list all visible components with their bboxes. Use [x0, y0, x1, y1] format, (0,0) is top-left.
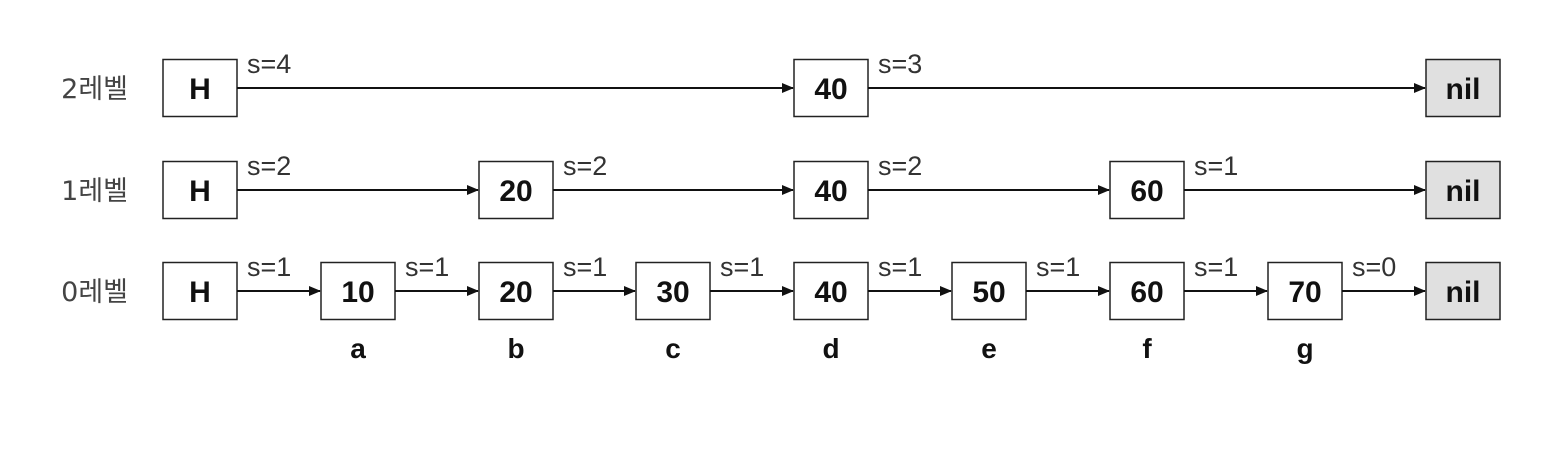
node-box	[162, 261, 238, 321]
nil-node-label: nil	[1446, 73, 1481, 106]
node-label: 70	[1288, 276, 1321, 309]
span-label: s=4	[247, 49, 291, 79]
node-box	[478, 261, 554, 321]
span-label: s=2	[563, 151, 607, 181]
span-label: s=3	[878, 49, 922, 79]
nil-node-box	[1425, 160, 1501, 220]
level-label: 1레벨	[61, 176, 128, 207]
column-name-label: f	[1142, 333, 1152, 364]
nil-node-label: nil	[1446, 175, 1481, 208]
column-name-label: d	[822, 333, 839, 364]
node-box	[162, 58, 238, 118]
node-label: 20	[499, 175, 532, 208]
node-label: 60	[1130, 175, 1163, 208]
node-label: 50	[972, 276, 1005, 309]
span-label: s=1	[878, 252, 922, 282]
span-label: s=2	[247, 151, 291, 181]
node-box	[951, 261, 1027, 321]
level-label: 2레벨	[61, 74, 128, 105]
node-label: 20	[499, 276, 532, 309]
nil-node-label: nil	[1446, 276, 1481, 309]
node-label: 30	[656, 276, 689, 309]
span-label: s=1	[1036, 252, 1080, 282]
nil-node-box	[1425, 58, 1501, 118]
span-label: s=1	[1194, 151, 1238, 181]
column-name-label: b	[507, 333, 524, 364]
column-name-label: c	[665, 333, 681, 364]
level-label: 0레벨	[61, 277, 128, 308]
span-label: s=1	[247, 252, 291, 282]
node-label: 40	[814, 175, 847, 208]
span-label: s=0	[1352, 252, 1396, 282]
node-label: 40	[814, 73, 847, 106]
node-box	[793, 160, 869, 220]
node-label: 10	[341, 276, 374, 309]
span-label: s=1	[405, 252, 449, 282]
span-label: s=1	[1194, 252, 1238, 282]
node-label: H	[189, 73, 211, 106]
node-label: 60	[1130, 276, 1163, 309]
node-box	[793, 261, 869, 321]
node-box	[793, 58, 869, 118]
column-name-label: g	[1296, 333, 1313, 364]
node-box	[1109, 160, 1185, 220]
column-name-label: a	[350, 333, 366, 364]
node-label: H	[189, 276, 211, 309]
nil-node-box	[1425, 261, 1501, 321]
node-label: 40	[814, 276, 847, 309]
span-label: s=1	[563, 252, 607, 282]
span-label: s=2	[878, 151, 922, 181]
node-box	[1267, 261, 1343, 321]
node-box	[162, 160, 238, 220]
node-box	[478, 160, 554, 220]
span-label: s=1	[720, 252, 764, 282]
node-box	[1109, 261, 1185, 321]
node-label: H	[189, 175, 211, 208]
column-name-label: e	[981, 333, 997, 364]
